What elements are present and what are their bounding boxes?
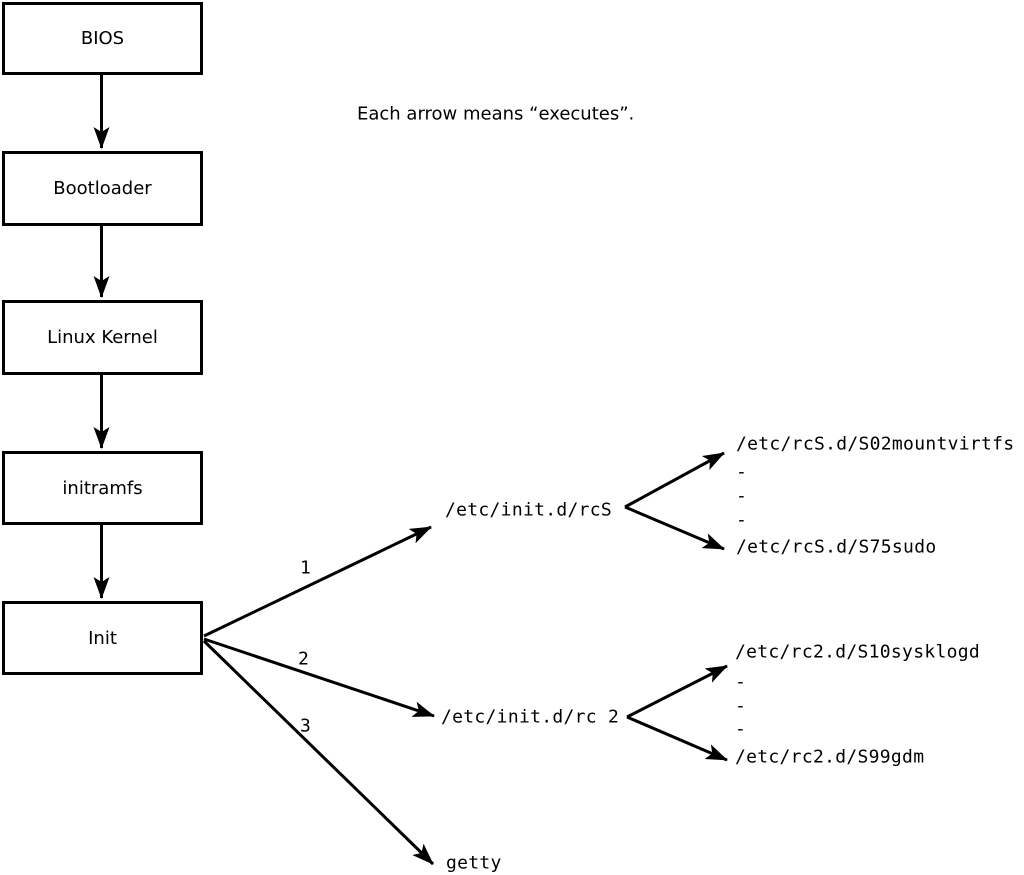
- box-bios-label: BIOS: [80, 28, 125, 49]
- rc2-ellipsis-dash-3: -: [735, 718, 747, 740]
- box-linux-kernel-label: Linux Kernel: [47, 327, 158, 348]
- branch-1-number: 1: [300, 557, 312, 579]
- arrow-rc2-to-s99gdm: [626, 715, 728, 762]
- box-bootloader: Bootloader: [2, 151, 203, 226]
- box-init: Init: [2, 601, 203, 675]
- arrow-meaning-note: Each arrow means “executes”.: [357, 103, 635, 125]
- box-bios: BIOS: [2, 2, 203, 75]
- rcS-ellipsis-dash-2: -: [736, 485, 748, 507]
- node-getty: getty: [446, 852, 502, 874]
- branch-3-number: 3: [300, 715, 312, 737]
- node-rcS-s02mountvirtfs: /etc/rcS.d/S02mountvirtfs: [736, 433, 1015, 455]
- rcS-ellipsis-dash-1: -: [736, 461, 748, 483]
- arrow-init-to-rc2: [203, 637, 435, 718]
- box-initramfs-label: initramfs: [62, 477, 143, 499]
- arrow-init-to-rcS: [203, 525, 432, 638]
- box-bootloader-label: Bootloader: [53, 178, 152, 199]
- node-rcS-s75sudo: /etc/rcS.d/S75sudo: [736, 536, 937, 558]
- arrow-rcS-to-s75sudo: [624, 505, 725, 551]
- node-rc2-s10sysklogd: /etc/rc2.d/S10sysklogd: [735, 641, 981, 663]
- branch-2-number: 2: [298, 648, 310, 670]
- rcS-ellipsis-dash-3: -: [736, 509, 748, 531]
- node-etc-init-d-rcS: /etc/init.d/rcS: [445, 499, 613, 521]
- arrow-init-to-getty: [202, 639, 435, 866]
- node-rc2-s99gdm: /etc/rc2.d/S99gdm: [735, 746, 925, 768]
- arrow-rcS-to-s02mountvirtfs: [624, 451, 725, 509]
- box-linux-kernel: Linux Kernel: [2, 300, 203, 375]
- node-etc-init-d-rc2: /etc/init.d/rc 2: [441, 706, 620, 728]
- box-initramfs: initramfs: [2, 451, 203, 525]
- rc2-ellipsis-dash-2: -: [735, 695, 747, 717]
- arrow-rc2-to-s10sysklogd: [626, 664, 728, 719]
- box-init-label: Init: [88, 627, 117, 649]
- rc2-ellipsis-dash-1: -: [735, 671, 747, 693]
